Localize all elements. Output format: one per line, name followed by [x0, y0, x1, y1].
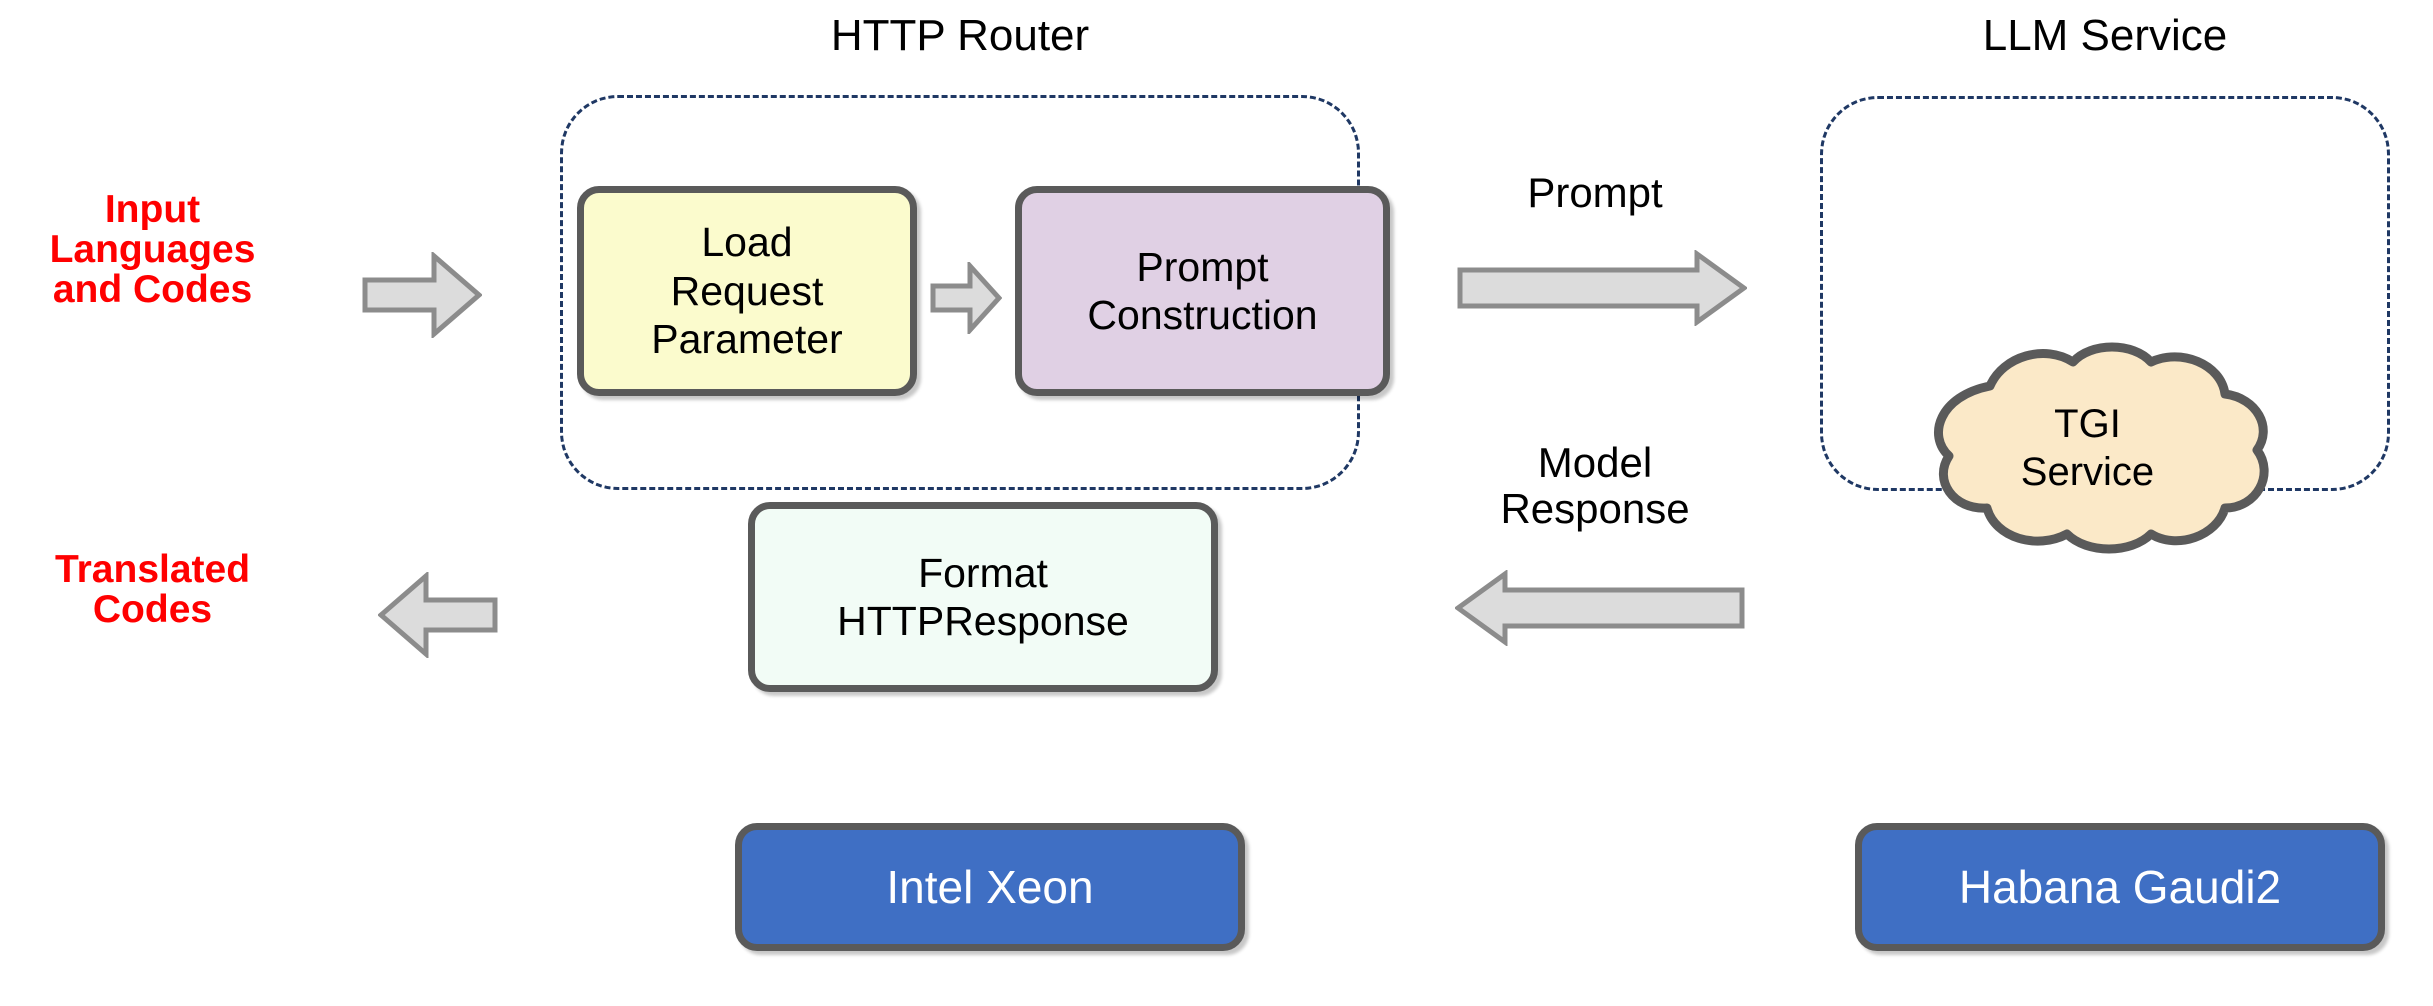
habana-gaudi2-box[interactable]: Habana Gaudi2 — [1855, 823, 2385, 951]
tgi-service-label: TGI Service — [2020, 401, 2155, 494]
tgi-service-cloud[interactable]: TGI Service — [1895, 340, 2280, 555]
cloud-shape — [1934, 342, 2269, 554]
input-arrow-icon — [362, 252, 482, 338]
output-arrow-icon — [378, 572, 498, 658]
prompt-connector-label: Prompt — [1527, 169, 1663, 216]
load-request-parameter-box[interactable]: Load Request Parameter — [577, 186, 917, 396]
format-httpresponse-box[interactable]: Format HTTPResponse — [748, 502, 1218, 692]
model-response-arrow-icon — [1455, 570, 1745, 646]
translated-codes-label: Translated Codes — [54, 548, 251, 632]
prompt-construction-box[interactable]: Prompt Construction — [1015, 186, 1390, 396]
llm-service-title: LLM Service — [1982, 11, 2228, 60]
intel-xeon-box[interactable]: Intel Xeon — [735, 823, 1245, 951]
internal-flow-arrow-icon — [930, 262, 1002, 334]
http-router-title: HTTP Router — [830, 11, 1090, 60]
input-languages-and-codes-label: Input Languages and Codes — [49, 188, 256, 312]
prompt-arrow-icon — [1457, 250, 1747, 326]
model-response-connector-label: Model Response — [1500, 439, 1690, 533]
